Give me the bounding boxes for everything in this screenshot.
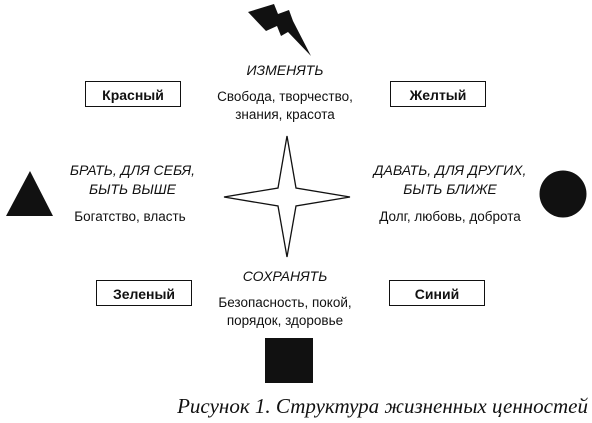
right-heading-line1: ДАВАТЬ, ДЛЯ ДРУГИХ, — [373, 162, 527, 178]
bottom-description-line1: Безопасность, покой, — [218, 295, 352, 310]
right-heading-line2: БЫТЬ БЛИЖЕ — [403, 181, 497, 197]
color-box-red: Красный — [85, 81, 181, 107]
star-icon — [223, 135, 351, 258]
bottom-heading: СОХРАНЯТЬ — [242, 268, 328, 284]
top-heading: ИЗМЕНЯТЬ — [246, 62, 324, 78]
right-description: Долг, любовь, доброта — [379, 209, 521, 224]
top-description-line2: знания, красота — [235, 107, 335, 122]
left-heading-line1: БРАТЬ, ДЛЯ СЕБЯ, — [69, 162, 196, 178]
top-description-line1: Свобода, творчество, — [217, 89, 353, 104]
left-heading-line2: БЫТЬ ВЫШЕ — [88, 181, 177, 197]
bottom-description-line2: порядок, здоровье — [226, 313, 344, 328]
lightning-icon — [248, 4, 311, 56]
triangle-icon — [6, 171, 53, 216]
color-box-green: Зеленый — [96, 280, 192, 306]
circle-icon — [539, 170, 587, 218]
color-box-blue: Синий — [389, 280, 485, 306]
color-box-yellow: Желтый — [390, 81, 486, 107]
figure-caption: Рисунок 1. Структура жизненных ценностей — [177, 394, 588, 418]
left-description: Богатство, власть — [74, 209, 186, 224]
square-icon — [265, 338, 313, 383]
